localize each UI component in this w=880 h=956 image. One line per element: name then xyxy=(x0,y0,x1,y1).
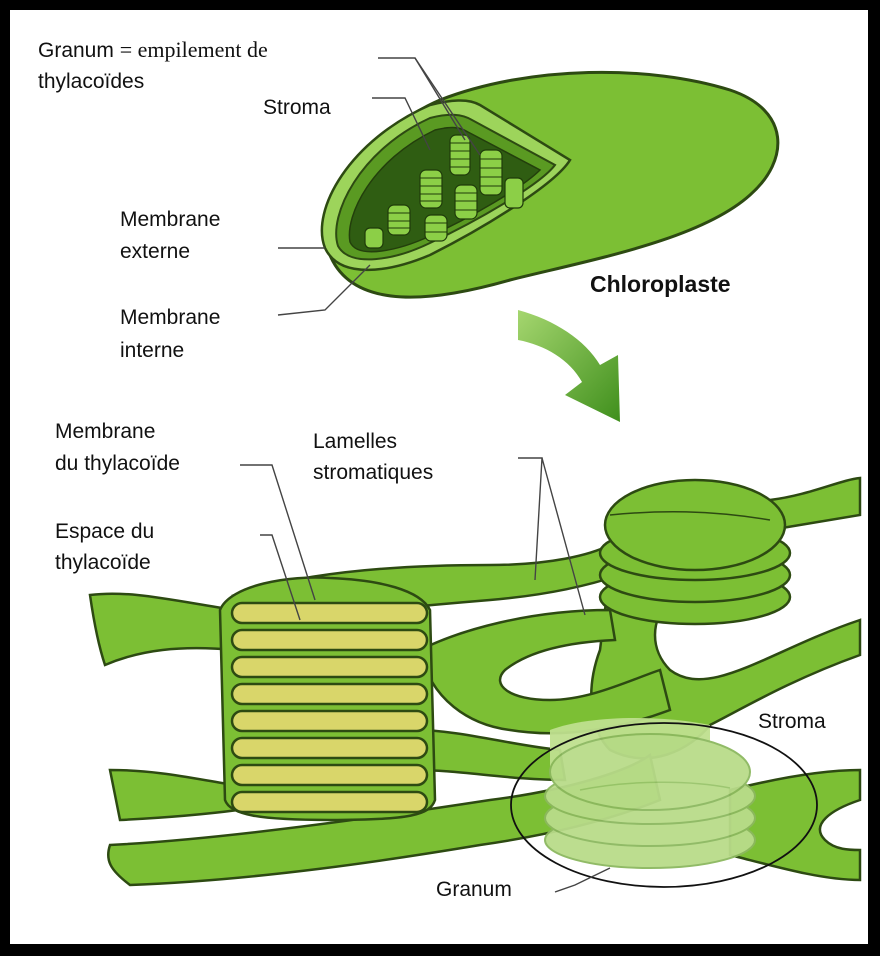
zoom-arrow xyxy=(518,310,620,422)
diagram-frame: Granum = empilement de thylacoïdes Strom… xyxy=(10,10,868,944)
label-espace-2: thylacoïde xyxy=(55,549,151,577)
label-membrane-thyl-1: Membrane xyxy=(55,418,155,446)
chloroplast-3d xyxy=(322,72,778,297)
label-membrane-interne-1: Membrane xyxy=(120,304,220,332)
label-membrane-interne-2: interne xyxy=(120,337,184,365)
label-granum-stack: Granum = empilement de xyxy=(38,36,268,65)
label-thylacoides: thylacoïdes xyxy=(38,68,144,96)
label-membrane-externe-2: externe xyxy=(120,238,190,266)
label-lamelles-1: Lamelles xyxy=(313,428,397,456)
granum-highlighted xyxy=(545,718,755,868)
label-chloroplaste: Chloroplaste xyxy=(590,270,731,298)
label-granum-def: = empilement de xyxy=(120,37,268,62)
label-membrane-thyl-2: du thylacoïde xyxy=(55,450,180,478)
label-lamelles-2: stromatiques xyxy=(313,459,433,487)
granum-right xyxy=(600,480,790,624)
label-espace-1: Espace du xyxy=(55,518,154,546)
label-membrane-externe-1: Membrane xyxy=(120,206,220,234)
label-stroma-bottom: Stroma xyxy=(758,708,826,736)
label-granum-word: Granum xyxy=(38,39,114,62)
label-stroma-top: Stroma xyxy=(263,94,331,122)
granum-left xyxy=(220,577,435,820)
label-granum-bottom: Granum xyxy=(436,876,512,904)
